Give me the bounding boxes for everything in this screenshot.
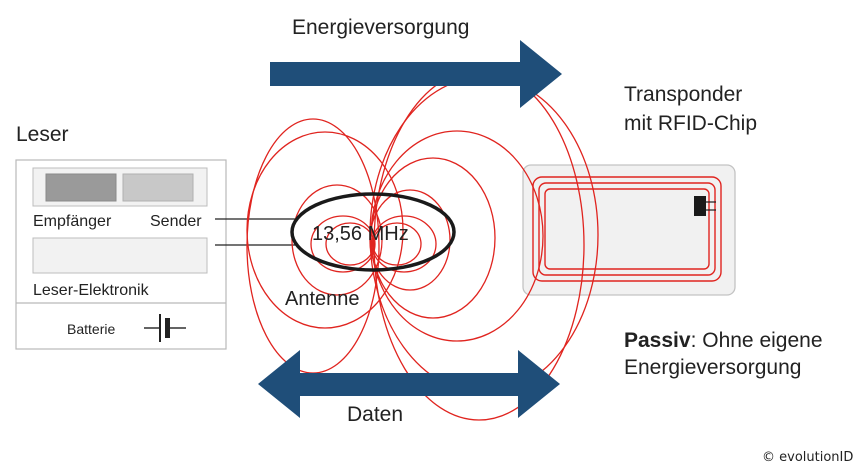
reader-title: Leser [16,123,69,146]
sender-slot [122,173,194,202]
arrow-right-icon [270,40,562,108]
field-line-left-5 [246,118,380,374]
receiver-label: Empfänger [33,213,112,230]
passive-note-line2: Energieversorgung [624,356,801,379]
battery-icon [144,314,186,342]
battery-label: Batterie [67,321,115,337]
data-label: Daten [347,403,403,426]
card-coil-outer [532,176,722,282]
antenna-loop [290,192,456,272]
field-line-right-1 [372,222,422,266]
field-line-left-2 [310,215,376,273]
chip-icon [694,196,716,216]
field-line-right-2 [371,215,437,273]
card-body [522,164,736,296]
passive-note-rest: : Ohne eigene [691,329,823,352]
antenna-label: Antenne [285,288,360,310]
passive-note-bold: Passiv [624,329,691,352]
card-coil-inner [544,188,710,270]
electronics-box [32,237,208,274]
field-line-right-5 [370,130,544,342]
copyright-label: © evolutionID [762,450,853,465]
electronics-label: Leser-Elektronik [33,282,150,299]
transponder-subtitle: mit RFID-Chip [624,112,757,135]
transponder-title: Transponder [624,83,742,106]
reader-panel [15,159,227,350]
frequency-label: 13,56 MHz [312,223,409,245]
passive-note-line1: Passiv: Ohne eigene [624,329,823,352]
energy-supply-title: Energieversorgung [292,16,469,39]
arrow-double-icon [258,350,560,418]
sender-label: Sender [150,213,202,230]
transponder-card [522,164,736,296]
receiver-slot [45,173,117,202]
card-coil-middle [538,182,716,276]
